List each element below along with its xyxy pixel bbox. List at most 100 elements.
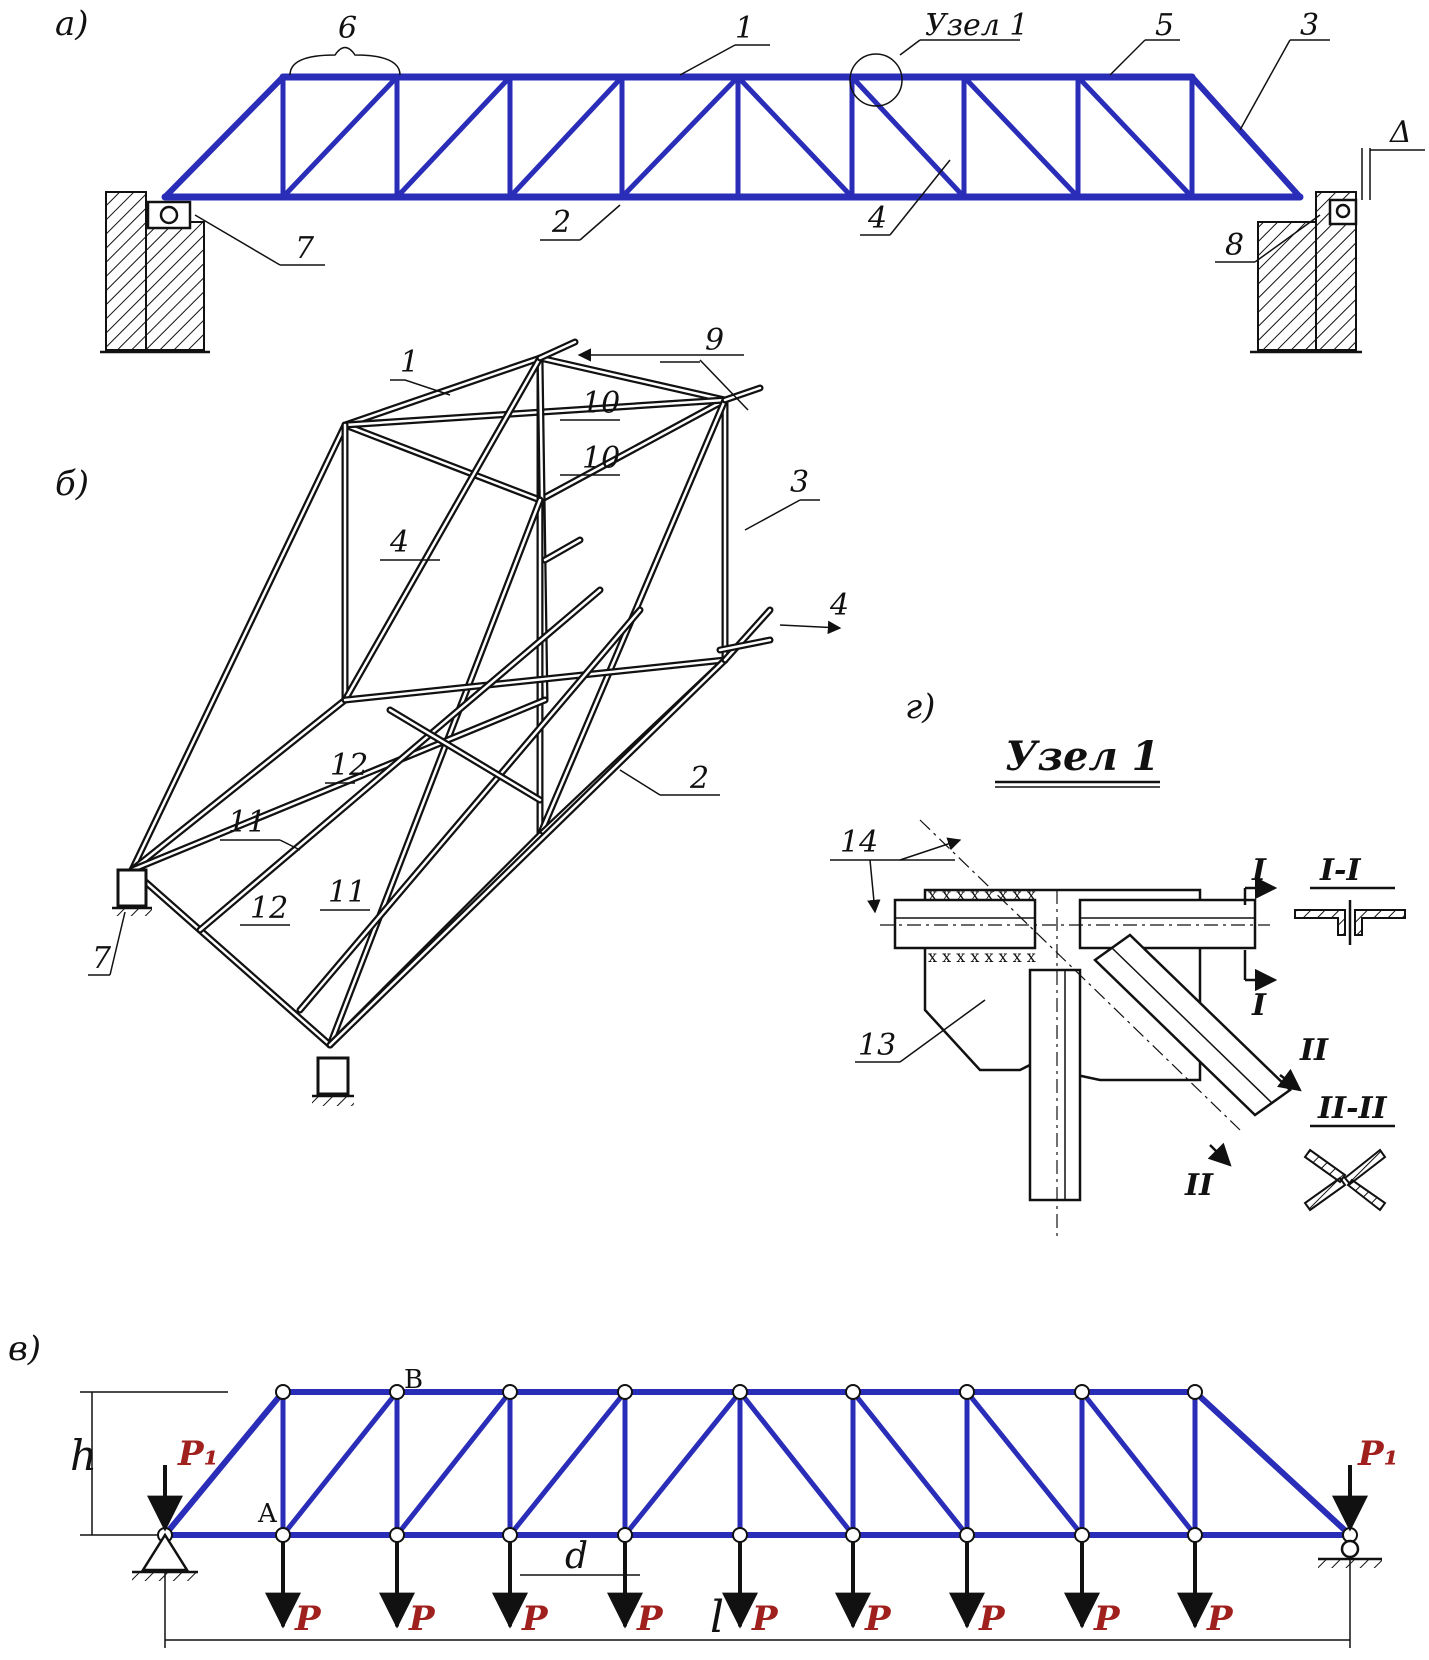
iso-bar-core-22 bbox=[298, 608, 642, 1012]
node-a-label: A bbox=[257, 1499, 278, 1529]
diagonal-6 bbox=[849, 74, 967, 200]
panel-a-label: а) bbox=[55, 4, 89, 44]
iso-label-7: 7 bbox=[92, 941, 112, 976]
panel-v: в) h l d bbox=[8, 1329, 1398, 1648]
bottom-joint-10 bbox=[1187, 1527, 1203, 1543]
bottom-joint-4 bbox=[502, 1527, 518, 1543]
truss-a-label-6: 6 bbox=[338, 11, 357, 46]
left-abutment bbox=[100, 191, 210, 354]
sect-mark-i-top: I bbox=[1251, 853, 1267, 888]
section-ii-ii: II-II bbox=[1303, 1091, 1395, 1212]
iso-bar-core-6 bbox=[343, 398, 727, 427]
bottom-joint-8 bbox=[959, 1527, 975, 1543]
panel-b-label: б) bbox=[55, 464, 89, 504]
top-joint-7 bbox=[959, 1384, 975, 1400]
bearing-7 bbox=[146, 200, 192, 230]
height-label: h bbox=[70, 1431, 97, 1480]
scheme-diagonal-6 bbox=[850, 1389, 970, 1538]
iso-leaders bbox=[88, 348, 842, 976]
iso-label-1: 1 bbox=[400, 345, 419, 380]
pin-support-left bbox=[132, 1532, 198, 1581]
panel-dimension: d bbox=[520, 1536, 640, 1577]
top-joint-5 bbox=[732, 1384, 748, 1400]
top-joint-6 bbox=[845, 1384, 861, 1400]
panel-a: а) bbox=[55, 4, 1425, 354]
scheme-diagonal-8 bbox=[1079, 1389, 1198, 1538]
bottom-joint-2 bbox=[275, 1527, 291, 1543]
sect-mark-i-bottom: I bbox=[1251, 988, 1267, 1023]
iso-label-10a: 10 bbox=[582, 386, 620, 421]
node-label-13: 13 bbox=[858, 1028, 896, 1063]
truss-a-label-5: 5 bbox=[1155, 8, 1174, 43]
iso-bar-core-27 bbox=[723, 608, 772, 662]
truss-v-joints bbox=[157, 1384, 1358, 1543]
top-joint-8 bbox=[1074, 1384, 1090, 1400]
iso-bar-core-4 bbox=[343, 423, 542, 502]
iso-support-b bbox=[312, 1056, 354, 1106]
panel-b: б) bbox=[55, 323, 849, 1106]
iso-bar-core-29 bbox=[718, 638, 772, 652]
iso-label-4a: 4 bbox=[389, 525, 409, 560]
top-joint-3 bbox=[502, 1384, 518, 1400]
panel-g: г) Узел 1 x x x x x x x x x x x x x bbox=[830, 687, 1406, 1240]
truss-a-label-7: 7 bbox=[295, 231, 315, 266]
roller-support-right bbox=[1318, 1539, 1382, 1568]
scheme-diagonal-1 bbox=[280, 1389, 400, 1538]
iso-bar-core-5 bbox=[538, 398, 727, 502]
support-load-left-label: P₁ bbox=[177, 1434, 218, 1474]
node-load-label-3: P bbox=[521, 1599, 549, 1639]
iso-bar-core-20 bbox=[130, 698, 547, 872]
truss-a-label-4: 4 bbox=[867, 201, 887, 236]
top-chord-right bbox=[1078, 898, 1257, 950]
svg-text:x x x x x x x x: x x x x x x x x bbox=[928, 947, 1036, 966]
node-1-marker bbox=[849, 53, 903, 107]
iso-bar-core-12 bbox=[328, 498, 542, 1047]
iso-labels: 1 9 10 10 3 4 4 12 11 12 11 2 7 bbox=[92, 323, 849, 976]
height-dimension: h bbox=[70, 1391, 228, 1536]
iso-bar-core-25 bbox=[538, 340, 577, 360]
node-load-label-1: P bbox=[294, 1599, 322, 1639]
panel-6-brace bbox=[289, 46, 401, 76]
node-load-label-8: P bbox=[1093, 1599, 1121, 1639]
iso-label-12b: 12 bbox=[250, 891, 288, 926]
iso-bar-core-28 bbox=[543, 538, 582, 562]
iso-bar-core-21 bbox=[328, 658, 727, 1047]
span-dimension: l bbox=[164, 1540, 1351, 1648]
node-label-14: 14 bbox=[840, 825, 878, 860]
scheme-end-diagonal-left bbox=[162, 1389, 286, 1538]
iso-bar-core-14 bbox=[343, 356, 542, 702]
node-b-label: B bbox=[404, 1365, 423, 1395]
iso-label-4b: 4 bbox=[829, 588, 849, 623]
iso-label-3: 3 bbox=[790, 465, 809, 500]
vertical-member bbox=[1028, 968, 1082, 1202]
support-load-left: P₁ bbox=[147, 1434, 218, 1532]
section-title-i-i: I-I bbox=[1319, 853, 1361, 888]
span-label: l bbox=[710, 1592, 724, 1643]
iso-bar-core-23 bbox=[198, 588, 602, 932]
panel-v-label: в) bbox=[8, 1329, 41, 1369]
truss-a-label-1: 1 bbox=[735, 11, 754, 46]
iso-bar-core-24 bbox=[388, 708, 542, 802]
node-load-label-4: P bbox=[636, 1599, 664, 1639]
bottom-joint-6 bbox=[732, 1527, 748, 1543]
truss-a-label-8: 8 bbox=[1225, 228, 1244, 263]
scheme-diagonal-7 bbox=[964, 1389, 1085, 1538]
bottom-joint-9 bbox=[1074, 1527, 1090, 1543]
node-load-label-5: P bbox=[751, 1599, 779, 1639]
iso-label-9: 9 bbox=[705, 323, 724, 358]
diagonal-centerline bbox=[919, 819, 1241, 1131]
iso-label-2: 2 bbox=[689, 761, 709, 796]
end-diagonal-right bbox=[1189, 74, 1303, 200]
end-diagonal-left bbox=[162, 74, 286, 200]
truss-a-node-label: Узел 1 bbox=[925, 8, 1029, 43]
node-load-label-2: P bbox=[408, 1599, 436, 1639]
node-load-label-7: P bbox=[978, 1599, 1006, 1639]
top-joint-9 bbox=[1187, 1384, 1203, 1400]
iso-bar-core-2 bbox=[343, 356, 542, 427]
section-title-ii-ii: II-II bbox=[1317, 1091, 1388, 1126]
diagonal-1 bbox=[280, 74, 400, 200]
iso-bar-core-26 bbox=[723, 386, 762, 402]
support-load-right-label: P₁ bbox=[1357, 1434, 1398, 1474]
